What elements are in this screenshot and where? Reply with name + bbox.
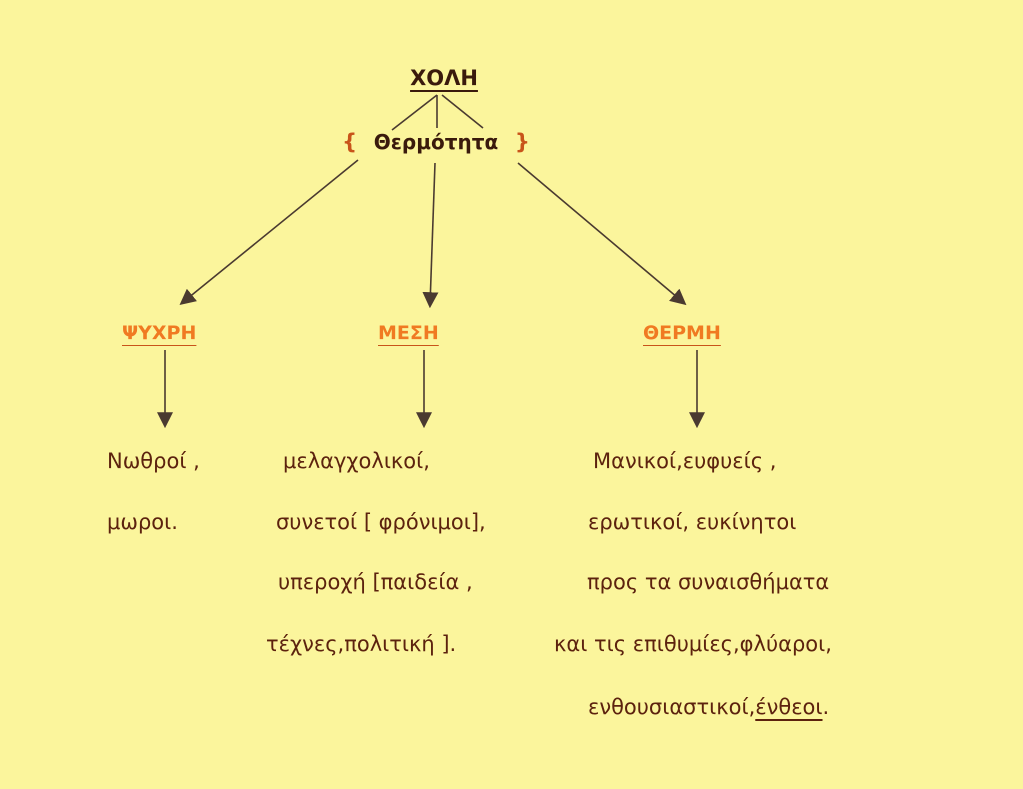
category-middle: ΜΕΣΗ: [378, 322, 439, 344]
warm-line: Μανικοί,ευφυείς ,: [593, 449, 777, 473]
warm-line: και τις επιθυμίες,φλύαροι,: [554, 632, 832, 656]
cold-line: μωροι.: [107, 510, 178, 534]
attribute-label: Θερμότητα: [373, 130, 499, 154]
root-link-right: [441, 94, 484, 129]
warm-line: προς τα συναισθήματα: [587, 570, 830, 594]
arrow-to-cold: [179, 159, 359, 306]
open-brace: {: [342, 130, 358, 154]
middle-line: συνετοί [ φρόνιμοι],: [276, 510, 486, 534]
close-brace: }: [514, 130, 530, 154]
arrow-to-middle: [422, 162, 439, 309]
warm-last-prefix: ενθουσιαστικοί,: [588, 695, 756, 719]
middle-line: τέχνες,πολιτική ].: [266, 632, 457, 656]
warm-line: ενθουσιαστικοί,ένθεοι.: [588, 695, 829, 719]
warm-last-underlined: ένθεοι: [755, 695, 823, 719]
arrow-to-warm: [517, 162, 687, 306]
warm-line: ερωτικοί, ευκίνητοι: [588, 510, 797, 534]
warm-last-suffix: .: [822, 695, 830, 719]
middle-line: υπεροχή [παιδεία ,: [278, 570, 473, 594]
middle-line: μελαγχολικοί,: [283, 449, 430, 473]
category-cold: ΨΥΧΡΗ: [122, 322, 197, 344]
category-warm: ΘΕΡΜΗ: [643, 322, 721, 344]
attribute-node: { Θερμότητα }: [342, 130, 530, 154]
root-link-left: [391, 94, 438, 131]
root-node: ΧΟΛΗ: [410, 66, 478, 90]
cold-line: Νωθροί ,: [107, 449, 200, 473]
